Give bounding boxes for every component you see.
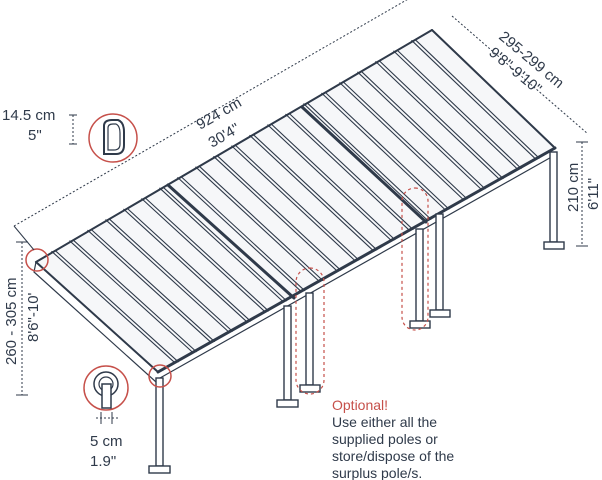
profile-height-label-cm: 14.5 cm (2, 107, 55, 124)
post-height-label-ft: 6'11" (585, 178, 602, 210)
post-bracket-highlight (148, 364, 172, 388)
post-bracket-detail (83, 365, 129, 424)
roof-panel-rib (163, 187, 288, 302)
roof-panel-rib (73, 240, 197, 353)
roof-panel-rib (307, 103, 432, 220)
roof-panel-rib (109, 219, 233, 332)
roof-panel-rib (127, 208, 251, 322)
post-height-label-cm: 210 cm (565, 163, 582, 212)
roof-panel-rib (321, 92, 446, 210)
roof-panel-rib (51, 250, 175, 363)
roof-panel-rib (285, 113, 409, 231)
roof-panel-rib (379, 61, 504, 180)
posts (148, 151, 565, 474)
roof-panel-rib (375, 61, 500, 180)
roof-wall-edge (35, 29, 433, 263)
roof-panel-rib (325, 92, 450, 210)
profile-detail (69, 113, 138, 163)
section-joint (300, 105, 428, 224)
roof-panel-rib (397, 50, 522, 169)
roof-panel-rib (303, 103, 428, 220)
roof-panel-rib (55, 250, 179, 363)
wall-height-label-cm: 260 - 305 cm (3, 277, 20, 365)
roof-panel-rib (267, 124, 391, 241)
wall-bracket-highlight (25, 248, 49, 272)
roof (33, 29, 557, 383)
dimension-lines (13, 0, 589, 396)
roof-panel-rib (411, 39, 536, 159)
note-line-4: surplus pole/s. (332, 465, 422, 480)
post-optional-1a (276, 305, 299, 408)
post-width-label-in: 1.9" (90, 453, 116, 470)
note-title: Optional! (332, 397, 388, 413)
roof-panel-rib (69, 240, 193, 353)
optional-post-markers (295, 187, 429, 395)
roof-panel-rib (343, 82, 468, 200)
note-line-2: supplied poles or (332, 431, 438, 447)
roof-panel-rib (199, 166, 324, 281)
post-optional-1b (299, 292, 321, 393)
roof-panel-rib (357, 71, 482, 190)
note-line-3: store/dispose of the (332, 448, 454, 464)
roof-front-beam (156, 146, 557, 374)
roof-panel-rib (91, 229, 215, 343)
roof-panel-rib (339, 82, 464, 200)
roof-panel-rib (87, 229, 211, 343)
post-optional-2a (409, 228, 431, 329)
roof-panel-rib (235, 145, 360, 261)
roof-panel-rib (195, 166, 319, 281)
optional-note: Optional! Use either all the supplied po… (332, 397, 454, 480)
note-line-1: Use either all the (332, 414, 437, 430)
post-front-left (148, 377, 171, 474)
roof-panel-rib (105, 219, 229, 332)
roof-panel-rib (361, 71, 486, 190)
roof-panel-rib (393, 50, 518, 169)
roof-panel-rib (145, 198, 270, 312)
wall-height-label-ft: 8'6"-10' (25, 292, 42, 342)
length-dim-line (13, 0, 408, 227)
post-optional-2b (429, 213, 451, 318)
section-joint (166, 183, 296, 300)
roof-panel-rib (141, 198, 265, 312)
roof-panel-rib (177, 177, 301, 292)
post-width-label-cm: 5 cm (90, 433, 123, 450)
roof-panel-rib (217, 155, 342, 271)
roof-panel-rib (213, 155, 337, 271)
post-front-right (543, 151, 565, 250)
optional-marker-2 (401, 187, 429, 331)
roof-panel-rib (231, 145, 355, 261)
roof-panel-rib (415, 39, 540, 159)
roof-panel-rib (159, 187, 283, 302)
roof-ribs (51, 39, 540, 363)
roof-panel-rib (181, 177, 306, 292)
roof-panel-rib (289, 113, 414, 231)
roof-panel-rib (123, 208, 247, 322)
roof-panel-rib (271, 124, 396, 241)
roof-panel-rib (249, 134, 373, 251)
roof-panel-rib (253, 134, 378, 251)
optional-marker-1 (295, 267, 325, 395)
profile-height-label-in: 5" (28, 127, 42, 144)
